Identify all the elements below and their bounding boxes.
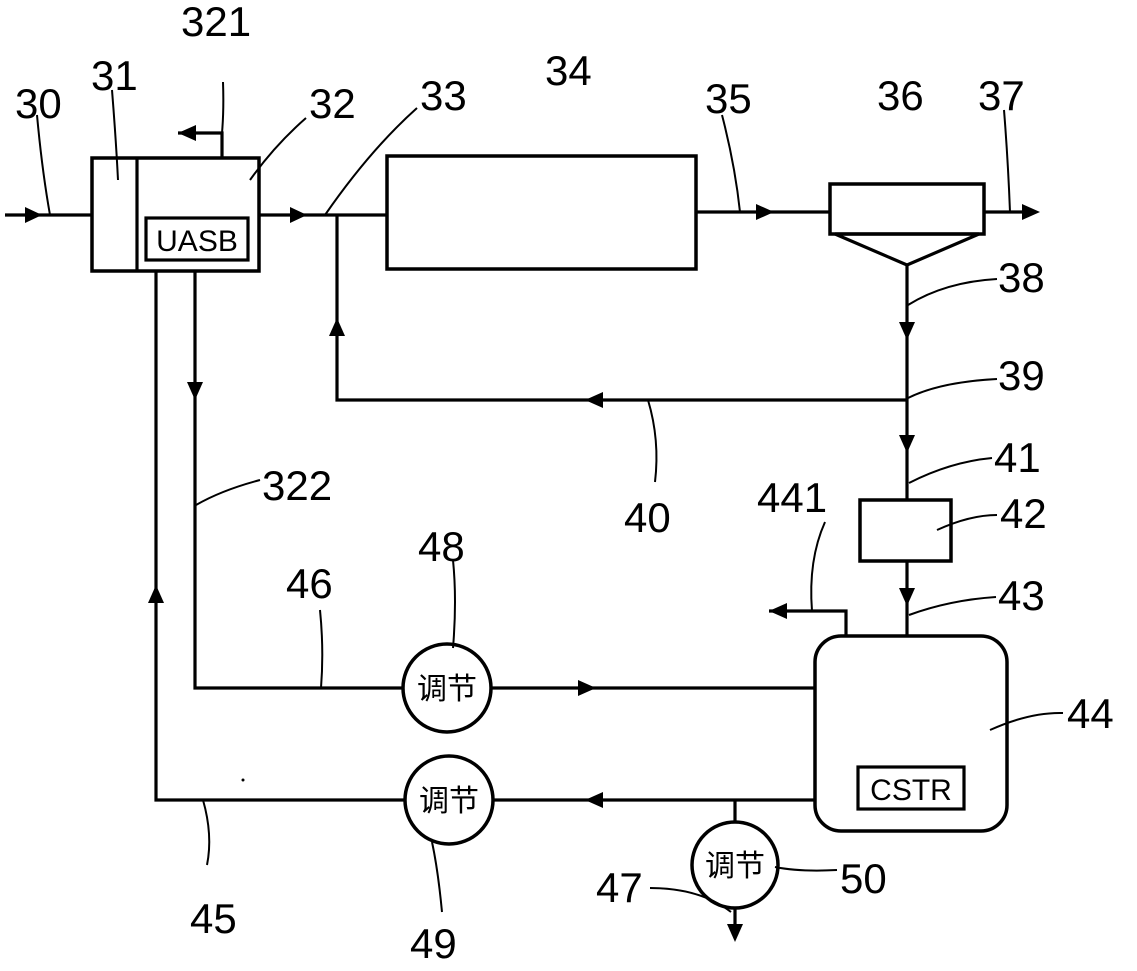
ref-42: 42: [1000, 490, 1047, 537]
arrow-uasb-out: [290, 207, 307, 223]
ref-31: 31: [91, 52, 138, 99]
ref-46: 46: [286, 560, 333, 607]
uasb-reactor: UASB: [90, 156, 261, 273]
ref-44: 44: [1067, 690, 1114, 737]
regulator-48: 调节: [401, 642, 493, 734]
ref-322: 322: [262, 462, 332, 509]
cstr-label: CSTR: [870, 774, 952, 807]
ref-45: 45: [190, 895, 237, 942]
arrow-322: [187, 382, 203, 400]
leader-lines: [36, 81, 1064, 913]
uasb-label: UASB: [156, 225, 238, 258]
ref-36: 36: [877, 72, 924, 119]
arrow-45-up: [148, 585, 164, 603]
arrow-46: [578, 680, 596, 696]
arrow-45: [585, 792, 603, 808]
ref-50: 50: [840, 855, 887, 902]
arrow-43: [899, 588, 915, 606]
arrow-35: [756, 204, 774, 220]
arrow-47: [727, 924, 743, 942]
ref-35: 35: [705, 75, 752, 122]
arrow-321: [178, 125, 196, 141]
cstr-reactor: CSTR: [813, 634, 1009, 833]
process-tank-34: [385, 154, 698, 271]
ref-34: 34: [545, 47, 592, 94]
ref-49: 49: [410, 920, 457, 967]
reference-numerals: 30 31 321 32 33 34 35 36 37 38 39 40 41 …: [15, 0, 1114, 967]
arrow-441: [769, 603, 787, 619]
arrow-38: [899, 322, 915, 340]
flow-arrows: [25, 125, 1040, 942]
ref-43: 43: [998, 572, 1045, 619]
ref-48: 48: [418, 523, 465, 570]
ref-321: 321: [181, 0, 251, 45]
regulator-50: 调节: [690, 820, 780, 910]
ref-39: 39: [998, 352, 1045, 399]
arrow-inlet: [25, 207, 42, 223]
arrow-37: [1022, 204, 1040, 220]
ref-441: 441: [757, 474, 827, 521]
arrow-return-up: [329, 318, 345, 336]
arrow-41: [899, 435, 915, 453]
regulator-49-label: 调节: [419, 784, 479, 819]
ref-32: 32: [309, 80, 356, 127]
ref-40: 40: [624, 494, 671, 541]
regulator-50-label: 调节: [705, 849, 765, 884]
speck: [241, 778, 245, 782]
ref-37: 37: [978, 72, 1025, 119]
arrow-40: [585, 392, 603, 408]
regulator-48-label: 调节: [417, 672, 477, 707]
ref-30: 30: [15, 80, 62, 127]
ref-38: 38: [998, 254, 1045, 301]
regulator-49: 调节: [403, 754, 495, 846]
settler-36: [828, 182, 986, 267]
ref-47: 47: [596, 864, 643, 911]
ref-33: 33: [420, 72, 467, 119]
ref-41: 41: [994, 434, 1041, 481]
